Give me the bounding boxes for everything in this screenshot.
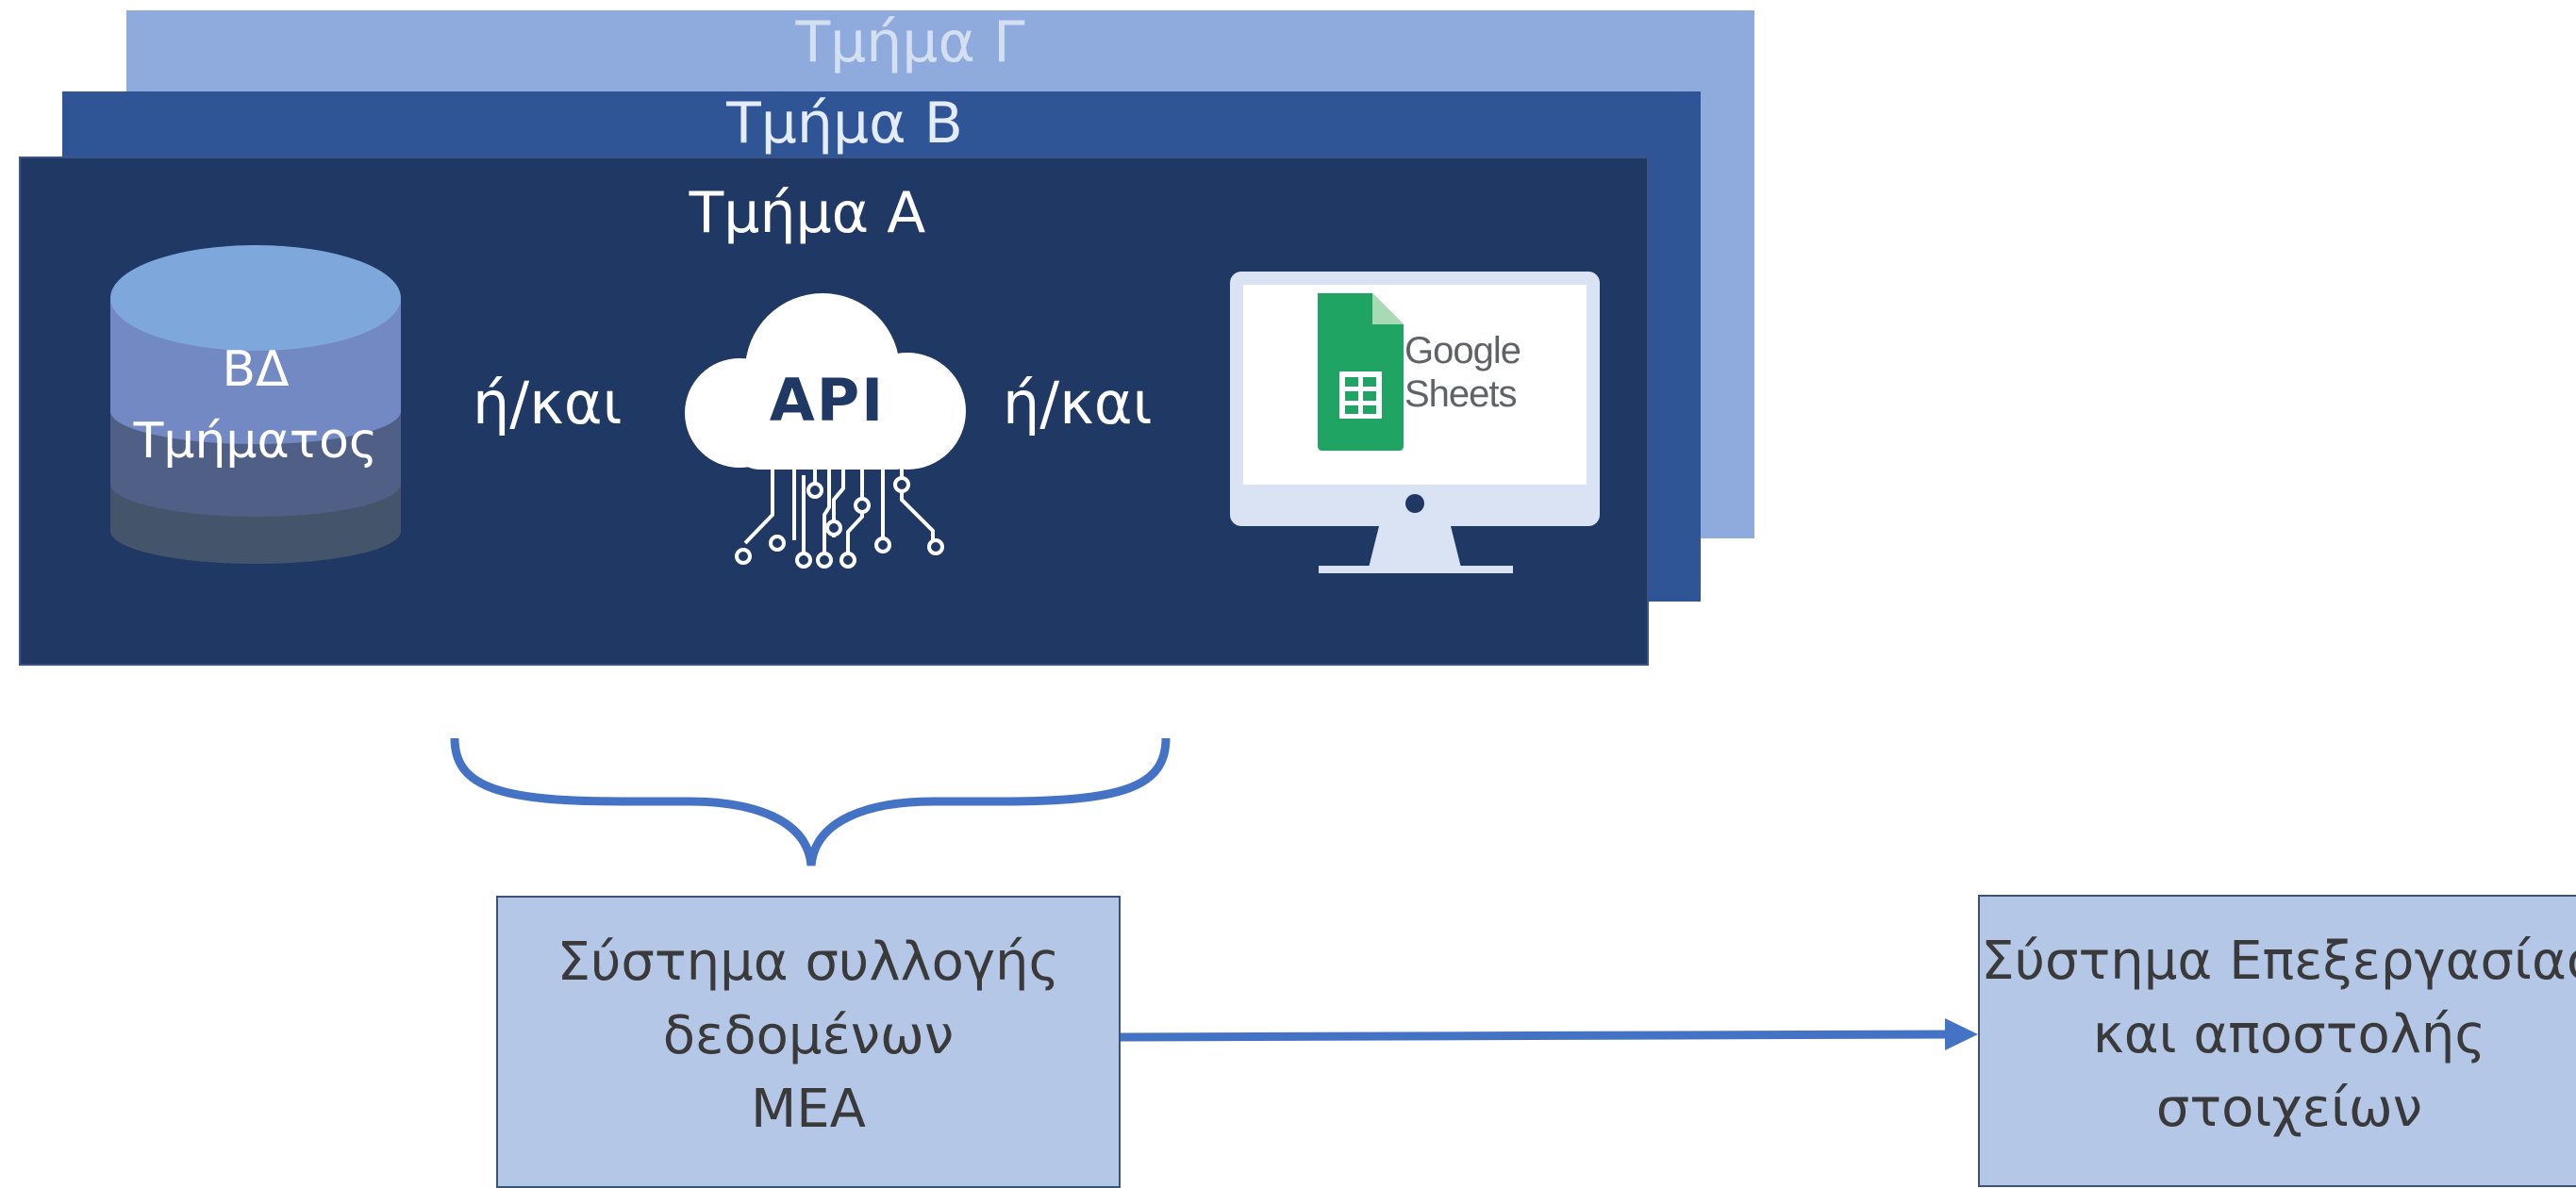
panel-a-title: Τμήμα Α bbox=[689, 180, 926, 246]
panel-c-title: Τμήμα Γ bbox=[795, 9, 1025, 75]
data-collection-system-box: Σύστημα συλλογής δεδομένων ΜΕΑ bbox=[496, 896, 1121, 1188]
google-sheets-label-line2: Sheets bbox=[1404, 373, 1518, 415]
and-or-label-right: ή/και bbox=[1003, 369, 1153, 437]
flow-arrow-head bbox=[1945, 1018, 1978, 1050]
google-sheets-monitor-icon bbox=[1230, 272, 1600, 573]
database-label-line2: Τμήματος bbox=[133, 413, 378, 470]
flow-arrow-line bbox=[1120, 1030, 1953, 1042]
panel-b-title: Τμήμα Β bbox=[726, 91, 963, 157]
curly-brace-connector bbox=[450, 737, 1171, 866]
and-or-label-left: ή/και bbox=[473, 369, 623, 437]
database-label-line1: ΒΔ bbox=[222, 341, 290, 398]
processing-system-box: Σύστημα Επεξεργασίας και αποστολής στοιχ… bbox=[1978, 895, 2576, 1187]
api-label: API bbox=[769, 366, 886, 435]
cloud-api-icon bbox=[685, 293, 966, 569]
database-cylinder-icon bbox=[110, 245, 401, 564]
google-sheets-label-line1: Google bbox=[1404, 330, 1521, 371]
